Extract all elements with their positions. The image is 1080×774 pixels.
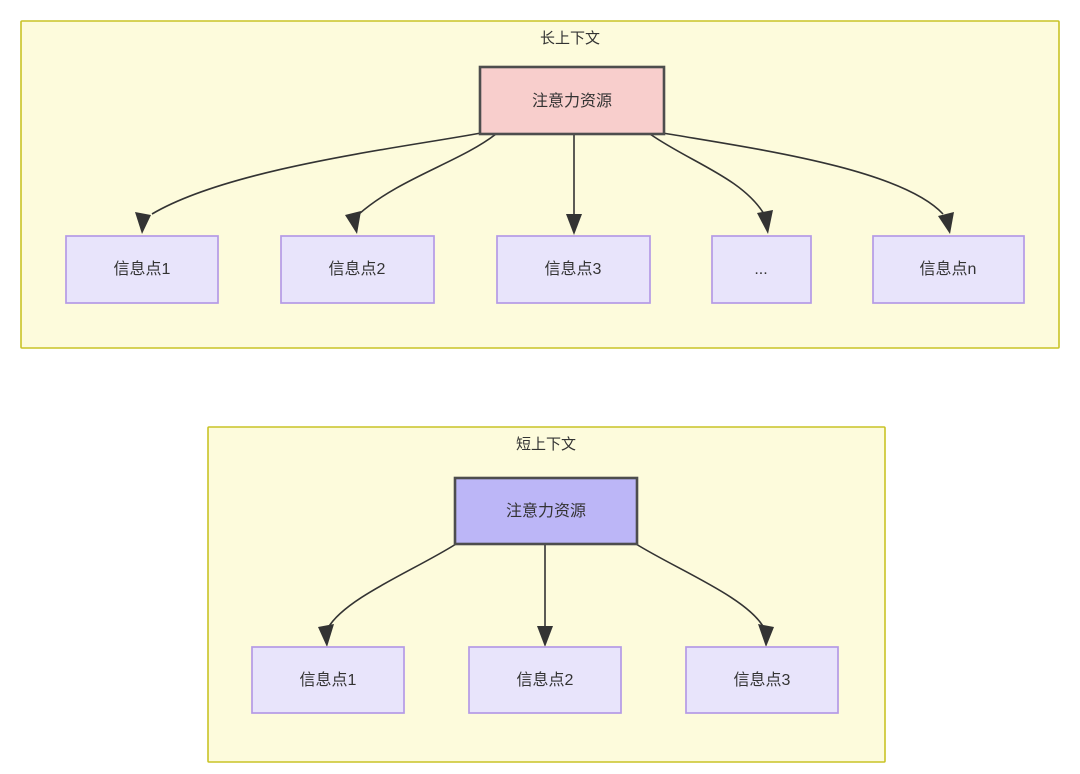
arrowhead-info-4 bbox=[757, 210, 773, 234]
info-node-rect-long-3[interactable] bbox=[496, 235, 651, 304]
edges-long-context bbox=[135, 132, 954, 235]
info-node-short-1[interactable]: 信息点1 bbox=[251, 646, 405, 714]
container-label-long-context: 长上下文 bbox=[540, 30, 600, 47]
info-node-long-2[interactable]: 信息点2 bbox=[280, 235, 435, 304]
arrowhead-info-3 bbox=[566, 214, 582, 235]
info-node-label-short-2: 信息点2 bbox=[517, 671, 574, 689]
info-node-long-1[interactable]: 信息点1 bbox=[65, 235, 219, 304]
info-node-label-long-1: 信息点1 bbox=[114, 260, 171, 278]
edges-short-context bbox=[318, 543, 774, 647]
info-node-label-short-3: 信息点3 bbox=[734, 671, 791, 689]
info-node-rect-long-1[interactable] bbox=[65, 235, 219, 304]
info-node-rect-long-5[interactable] bbox=[872, 235, 1025, 304]
arrowhead-short-2 bbox=[537, 626, 553, 647]
edge-focus-to-info-short-1 bbox=[327, 543, 457, 629]
info-node-rect-short-1[interactable] bbox=[251, 646, 405, 714]
info-node-short-2[interactable]: 信息点2 bbox=[468, 646, 622, 714]
edge-focus-to-info-4 bbox=[649, 133, 765, 215]
info-node-label-long-2: 信息点2 bbox=[329, 260, 386, 278]
info-node-label-long-3: 信息点3 bbox=[545, 260, 602, 278]
arrowhead-info-1 bbox=[135, 212, 151, 234]
info-node-rect-long-2[interactable] bbox=[280, 235, 435, 304]
focus-node-label-short: 注意力资源 bbox=[506, 501, 586, 520]
info-node-label-long-4: ... bbox=[754, 261, 767, 278]
info-node-rect-long-4[interactable] bbox=[711, 235, 812, 304]
arrowhead-short-1 bbox=[318, 624, 334, 647]
section-short-context: 短上下文 注意力资源 信息点1 信息点2 信息点3 bbox=[207, 426, 886, 763]
info-node-rect-short-3[interactable] bbox=[685, 646, 839, 714]
info-node-long-4[interactable]: ... bbox=[711, 235, 812, 304]
arrowhead-info-5 bbox=[938, 212, 954, 234]
info-node-short-3[interactable]: 信息点3 bbox=[685, 646, 839, 714]
section-long-context: 长上下文 注意力资源 信息点1 bbox=[20, 20, 1060, 349]
focus-node-rect-short[interactable] bbox=[453, 476, 639, 546]
focus-node-label-long: 注意力资源 bbox=[532, 91, 612, 110]
edge-focus-to-info-5 bbox=[662, 132, 944, 215]
focus-node-short-context[interactable]: 注意力资源 bbox=[453, 476, 639, 546]
info-node-label-short-1: 信息点1 bbox=[300, 671, 357, 689]
info-node-label-long-5: 信息点n bbox=[920, 260, 977, 278]
arrowhead-short-3 bbox=[758, 624, 774, 647]
focus-node-rect-long[interactable] bbox=[478, 65, 666, 136]
info-node-long-3[interactable]: 信息点3 bbox=[496, 235, 651, 304]
arrowhead-info-2 bbox=[345, 211, 361, 234]
container-label-short-context: 短上下文 bbox=[516, 436, 576, 453]
info-node-long-5[interactable]: 信息点n bbox=[872, 235, 1025, 304]
edge-focus-to-info-2 bbox=[358, 133, 497, 215]
focus-node-long-context[interactable]: 注意力资源 bbox=[478, 65, 666, 136]
info-node-rect-short-2[interactable] bbox=[468, 646, 622, 714]
edge-focus-to-info-1 bbox=[151, 132, 482, 215]
edge-focus-to-info-short-3 bbox=[635, 543, 765, 629]
